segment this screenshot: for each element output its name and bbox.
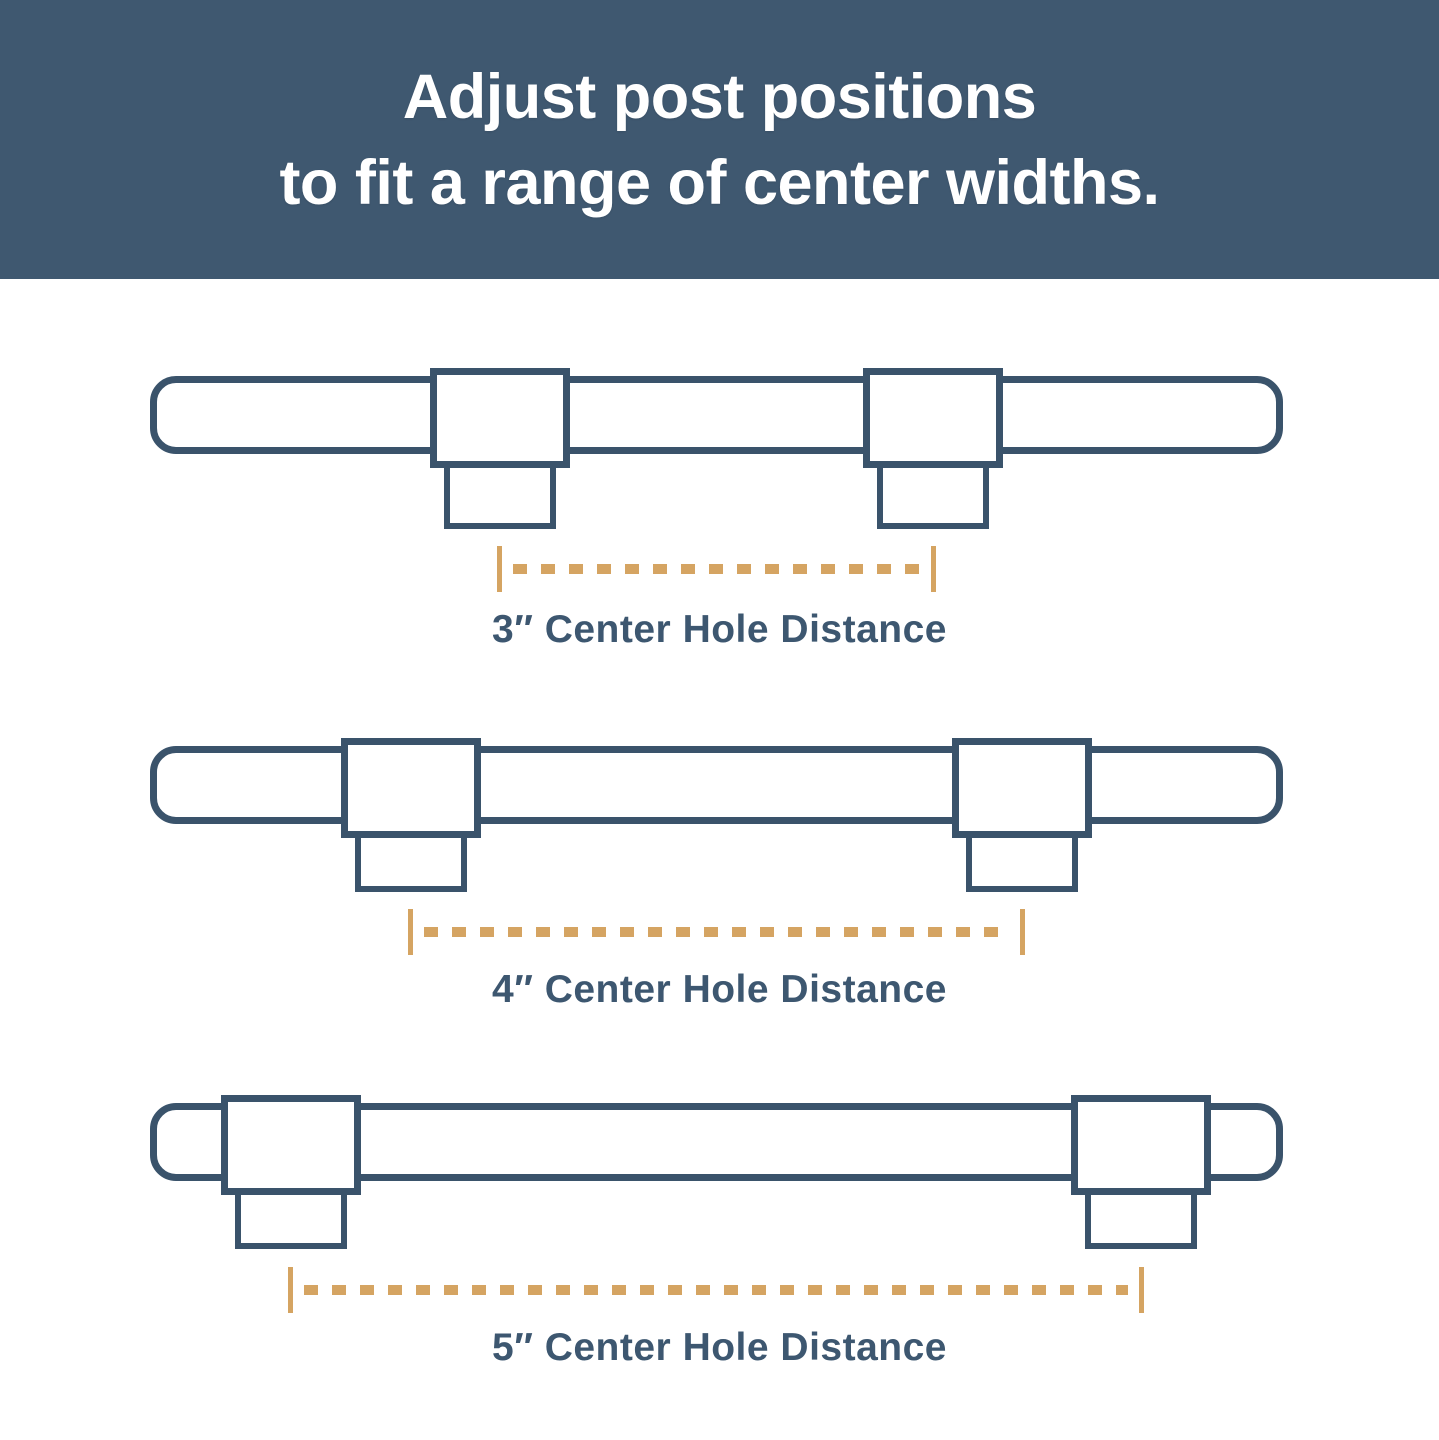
mounting-post-right [863, 368, 1003, 468]
mounting-post-right [1071, 1095, 1211, 1195]
title-line-1: Adjust post positions [402, 61, 1037, 132]
screw-stud-right [877, 460, 989, 529]
distance-label: 3″ Center Hole Distance [492, 608, 947, 651]
measurement-tick-right [1020, 909, 1025, 955]
header-banner: Adjust post positions to fit a range of … [0, 0, 1439, 279]
measurement-tick-right [931, 546, 936, 592]
handle-bar [150, 376, 1283, 454]
measurement-tick-right [1139, 1267, 1144, 1313]
handle-bar [150, 746, 1283, 824]
mounting-post-right [952, 738, 1092, 838]
measurement-dashed-line [513, 564, 921, 574]
measurement-dashed-line [424, 927, 1010, 937]
measurement-tick-left [288, 1267, 293, 1313]
screw-stud-left [235, 1187, 347, 1249]
screw-stud-left [444, 460, 556, 529]
distance-label: 4″ Center Hole Distance [492, 968, 947, 1011]
screw-stud-right [966, 830, 1078, 892]
screw-stud-left [355, 830, 467, 892]
distance-label: 5″ Center Hole Distance [492, 1326, 947, 1369]
screw-stud-right [1085, 1187, 1197, 1249]
mounting-post-left [341, 738, 481, 838]
measurement-tick-left [497, 546, 502, 592]
measurement-dashed-line [304, 1285, 1128, 1295]
measurement-tick-left [408, 909, 413, 955]
mounting-post-left [430, 368, 570, 468]
mounting-post-left [221, 1095, 361, 1195]
title-line-2: to fit a range of center widths. [279, 147, 1160, 218]
